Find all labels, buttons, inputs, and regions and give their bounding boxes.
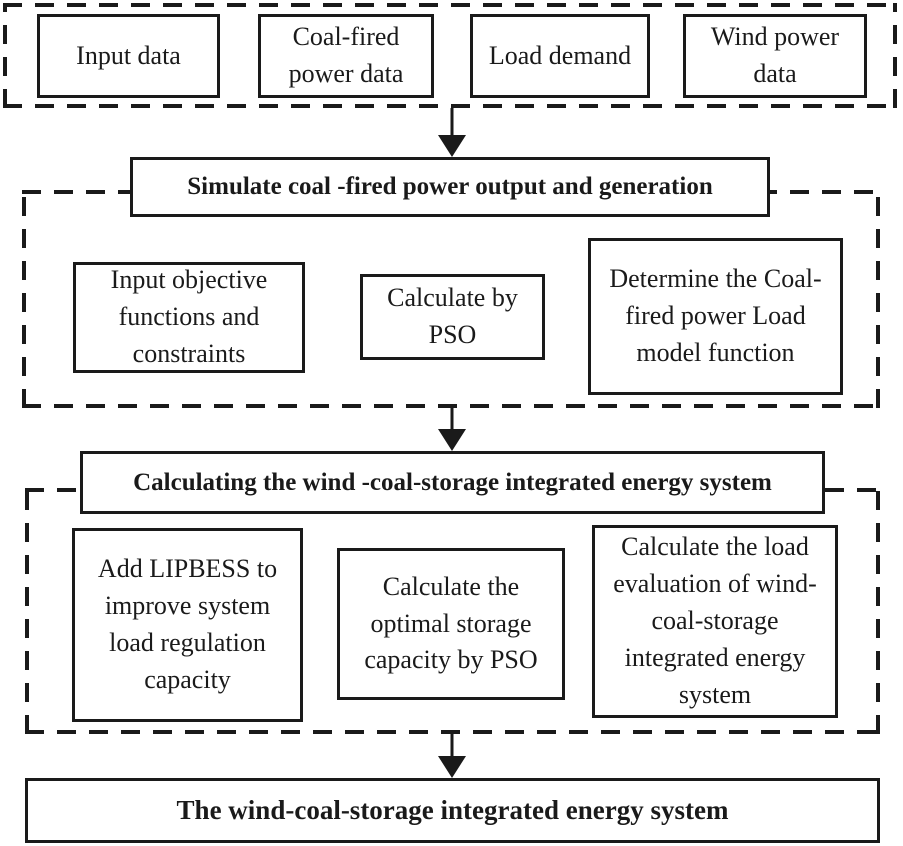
coal-fired-power-data-box: Coal-fired power data (258, 14, 434, 98)
lipbess-label: Add LIPBESS to improve system load regul… (97, 554, 278, 694)
objective-functions-box: Input objective functions and constraint… (73, 262, 305, 373)
down-arrow-simulation-to-calculation (438, 408, 466, 451)
load-demand-label: Load demand (488, 40, 632, 70)
wind-power-data-label: Wind power data (710, 22, 840, 88)
arrow-stem (450, 108, 454, 136)
objective-functions-label: Input objective functions and constraint… (110, 265, 268, 368)
wind-power-data-box: Wind power data (683, 14, 867, 98)
calculation-title-box: Calculating the wind -coal-storage integ… (80, 451, 825, 514)
optimal-storage-box: Calculate the optimal storage capacity b… (337, 548, 565, 700)
lipbess-box: Add LIPBESS to improve system load regul… (72, 528, 303, 722)
arrow-stem (450, 734, 454, 757)
coal-fired-power-data-label: Coal-fired power data (288, 22, 404, 88)
result-box: The wind-coal-storage integrated energy … (25, 778, 880, 843)
arrow-head-icon (438, 756, 466, 778)
load-demand-box: Load demand (470, 14, 650, 98)
down-arrow-inputs-to-simulation (438, 108, 466, 157)
coal-load-model-box: Determine the Coal- fired power Load mod… (588, 238, 843, 395)
optimal-storage-label: Calculate the optimal storage capacity b… (364, 571, 538, 675)
arrow-head-icon (438, 429, 466, 451)
calculation-title: Calculating the wind -coal-storage integ… (133, 468, 772, 496)
arrow-stem (450, 408, 454, 430)
load-evaluation-label: Calculate the load evaluation of wind- c… (613, 532, 817, 709)
result-title: The wind-coal-storage integrated energy … (176, 795, 729, 826)
arrow-head-icon (438, 135, 466, 157)
calculate-by-pso-label: Calculate by PSO (387, 283, 518, 349)
down-arrow-calculation-to-result (438, 734, 466, 778)
calculate-by-pso-box: Calculate by PSO (360, 274, 545, 360)
load-evaluation-box: Calculate the load evaluation of wind- c… (592, 525, 838, 718)
input-data-box: Input data (37, 14, 220, 98)
input-data-label: Input data (76, 40, 181, 70)
simulation-title-box: Simulate coal -fired power output and ge… (130, 157, 770, 217)
coal-load-model-label: Determine the Coal- fired power Load mod… (609, 264, 822, 367)
simulation-title: Simulate coal -fired power output and ge… (187, 173, 713, 201)
